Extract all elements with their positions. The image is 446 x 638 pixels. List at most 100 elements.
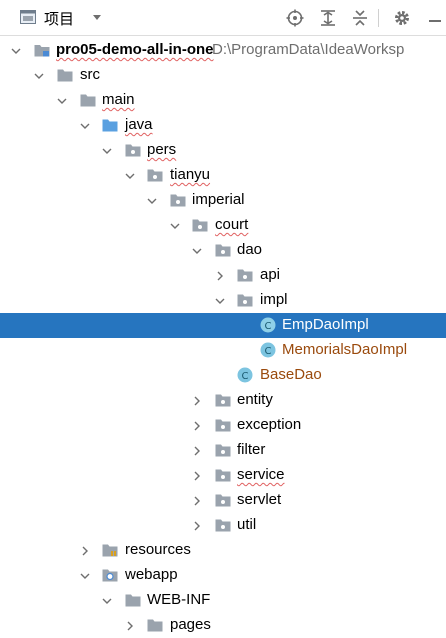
- folder-icon: [125, 594, 141, 607]
- tree-label-impl: impl: [260, 291, 288, 308]
- tree-label-memorials-dao-impl: MemorialsDaoImpl: [282, 341, 408, 358]
- java-class-icon: C: [260, 342, 276, 358]
- chevron-down-icon[interactable]: [125, 171, 135, 181]
- tree-row-src[interactable]: src: [0, 63, 446, 88]
- tree-row-pers[interactable]: pers: [0, 138, 446, 163]
- tree-label-base-dao: BaseDao: [260, 366, 322, 383]
- chevron-down-icon[interactable]: [80, 121, 90, 131]
- package-icon: [192, 219, 208, 232]
- tree-row-servlet[interactable]: servlet: [0, 488, 446, 513]
- tree-label-pages: pages: [170, 616, 211, 633]
- chevron-down-icon[interactable]: [57, 96, 67, 106]
- chevron-right-icon[interactable]: [192, 446, 202, 456]
- package-icon: [215, 244, 231, 257]
- tree-label-root: pro05-demo-all-in-one: [56, 41, 214, 58]
- tree-label-util: util: [237, 516, 257, 533]
- tree-label-java: java: [125, 116, 153, 133]
- chevron-down-icon[interactable]: [102, 596, 112, 606]
- tree-row-root[interactable]: pro05-demo-all-in-one D:\ProgramData\Ide…: [0, 38, 446, 63]
- tree-row-entity[interactable]: entity: [0, 388, 446, 413]
- chevron-down-icon[interactable]: [147, 196, 157, 206]
- chevron-right-icon[interactable]: [192, 521, 202, 531]
- package-icon: [215, 419, 231, 432]
- module-folder-icon: [34, 45, 50, 57]
- chevron-right-icon[interactable]: [80, 546, 90, 556]
- tree-row-web-inf[interactable]: WEB-INF: [0, 588, 446, 613]
- tree-label-filter: filter: [237, 441, 266, 458]
- tree-label-webapp: webapp: [125, 566, 178, 583]
- collapse-all-icon[interactable]: [351, 9, 369, 27]
- java-class-icon: C: [237, 367, 253, 383]
- package-icon: [237, 269, 253, 282]
- tree-row-dao[interactable]: dao: [0, 238, 446, 263]
- tree-label-pers: pers: [147, 141, 177, 158]
- tree-label-imperial: imperial: [192, 191, 245, 208]
- tree-row-tianyu[interactable]: tianyu: [0, 163, 446, 188]
- package-icon: [147, 169, 163, 182]
- package-icon: [170, 194, 186, 207]
- chevron-down-icon[interactable]: [80, 571, 90, 581]
- chevron-right-icon[interactable]: [192, 396, 202, 406]
- tree-row-service[interactable]: service: [0, 463, 446, 488]
- tree-label-servlet: servlet: [237, 491, 282, 508]
- svg-text:C: C: [265, 321, 272, 332]
- chevron-down-icon[interactable]: [215, 296, 225, 306]
- tree-label-exception: exception: [237, 416, 302, 433]
- tree-row-webapp[interactable]: webapp: [0, 563, 446, 588]
- tree-row-memorials-dao-impl[interactable]: C MemorialsDaoImpl: [0, 338, 446, 363]
- tree-row-imperial[interactable]: imperial: [0, 188, 446, 213]
- tree-label-main: main: [102, 91, 135, 108]
- chevron-right-icon[interactable]: [192, 471, 202, 481]
- package-icon: [237, 294, 253, 307]
- dropdown-icon[interactable]: [92, 14, 102, 22]
- tree-root-path: D:\ProgramData\IdeaWorksp: [212, 41, 405, 58]
- settings-icon[interactable]: [393, 9, 411, 27]
- tree-row-resources[interactable]: resources: [0, 538, 446, 563]
- tree-row-filter[interactable]: filter: [0, 438, 446, 463]
- tree-row-pages[interactable]: pages: [0, 613, 446, 638]
- tree-label-court: court: [215, 216, 249, 233]
- tree-row-java[interactable]: java: [0, 113, 446, 138]
- chevron-down-icon[interactable]: [170, 221, 180, 231]
- resources-folder-icon: [102, 544, 118, 557]
- tree-row-main[interactable]: main: [0, 88, 446, 113]
- chevron-right-icon[interactable]: [192, 421, 202, 431]
- tree-label-src: src: [80, 66, 100, 83]
- tree-row-court[interactable]: court: [0, 213, 446, 238]
- tree-row-util[interactable]: util: [0, 513, 446, 538]
- tree-label-service: service: [237, 466, 285, 483]
- tree-row-impl[interactable]: impl: [0, 288, 446, 313]
- package-icon: [125, 144, 141, 157]
- chevron-down-icon[interactable]: [102, 146, 112, 156]
- chevron-down-icon[interactable]: [34, 71, 44, 81]
- folder-icon: [80, 94, 96, 107]
- java-class-icon: C: [260, 317, 276, 333]
- tree-label-web-inf: WEB-INF: [147, 591, 211, 608]
- chevron-down-icon[interactable]: [192, 246, 202, 256]
- svg-text:C: C: [242, 371, 249, 382]
- locate-icon[interactable]: [286, 9, 304, 27]
- svg-text:C: C: [265, 346, 272, 357]
- chevron-down-icon[interactable]: [11, 46, 21, 56]
- tree-label-tianyu: tianyu: [170, 166, 211, 183]
- toolbar-separator: [378, 9, 379, 27]
- chevron-right-icon[interactable]: [125, 621, 135, 631]
- package-icon: [215, 469, 231, 482]
- project-view-icon[interactable]: [20, 10, 36, 24]
- hide-icon[interactable]: [426, 9, 444, 27]
- web-folder-icon: [102, 569, 118, 582]
- chevron-right-icon[interactable]: [192, 496, 202, 506]
- tree-label-resources: resources: [125, 541, 191, 558]
- expand-all-icon[interactable]: [319, 9, 337, 27]
- package-icon: [215, 444, 231, 457]
- tree-row-exception[interactable]: exception: [0, 413, 446, 438]
- chevron-right-icon[interactable]: [215, 271, 225, 281]
- tree-row-emp-dao-impl[interactable]: C EmpDaoImpl: [0, 313, 446, 338]
- tree-row-api[interactable]: api: [0, 263, 446, 288]
- project-view-title[interactable]: 项目: [44, 11, 75, 28]
- tree-label-emp-dao-impl: EmpDaoImpl: [282, 316, 369, 333]
- tree-row-base-dao[interactable]: C BaseDao: [0, 363, 446, 388]
- package-icon: [215, 394, 231, 407]
- project-toolbar: 项目: [0, 0, 446, 36]
- tree-label-entity: entity: [237, 391, 273, 408]
